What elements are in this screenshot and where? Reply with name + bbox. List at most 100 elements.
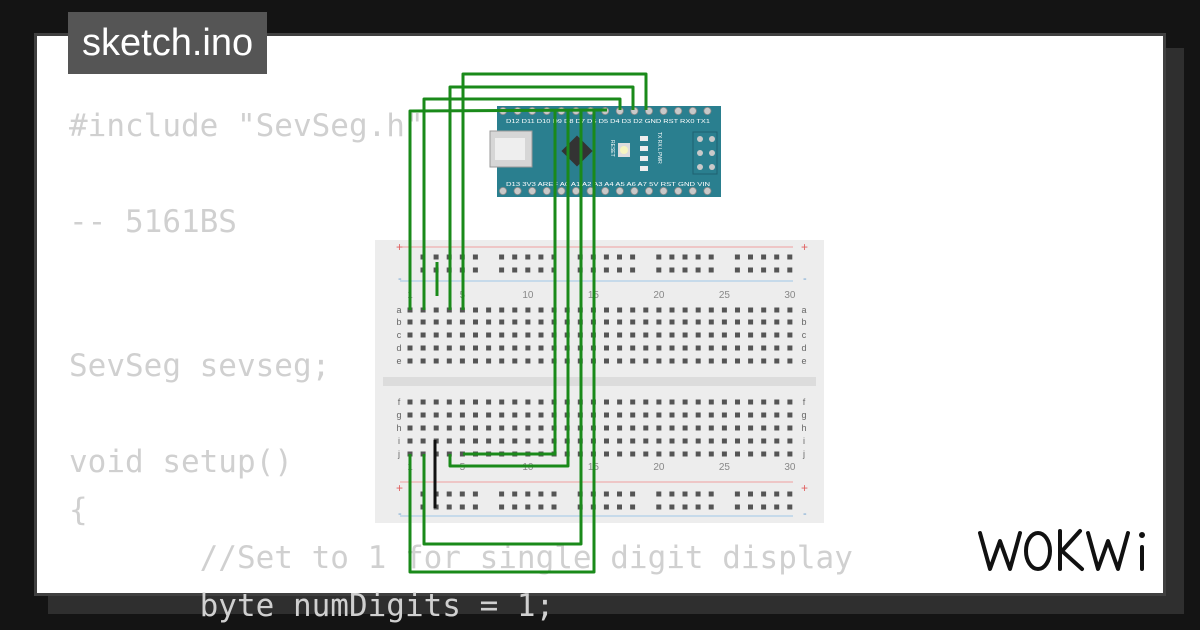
breadboard-hole[interactable] (748, 399, 754, 405)
power-rail-hole[interactable] (472, 254, 478, 260)
wire-d8[interactable] (448, 110, 570, 468)
breadboard-hole[interactable] (774, 307, 780, 313)
breadboard-hole[interactable] (459, 399, 465, 405)
power-rail-hole[interactable] (525, 504, 531, 510)
breadboard-hole[interactable] (617, 332, 623, 338)
power-rail-hole[interactable] (446, 504, 452, 510)
arduino-bottom-pin[interactable] (542, 186, 551, 195)
breadboard-hole[interactable] (407, 358, 413, 364)
breadboard-hole[interactable] (486, 412, 492, 418)
breadboard-hole[interactable] (669, 319, 675, 325)
breadboard-hole[interactable] (656, 345, 662, 351)
wire-d9[interactable] (463, 110, 557, 456)
breadboard-hole[interactable] (604, 332, 609, 338)
power-rail-hole[interactable] (774, 504, 780, 510)
breadboard-hole[interactable] (617, 319, 623, 325)
wires[interactable] (408, 72, 648, 574)
breadboard-hole[interactable] (787, 345, 793, 351)
power-rail-hole[interactable] (433, 254, 439, 260)
arduino-bottom-pin[interactable] (615, 186, 624, 195)
power-rail-hole[interactable] (695, 491, 701, 497)
breadboard-hole[interactable] (735, 438, 740, 444)
breadboard-hole[interactable] (682, 438, 688, 444)
breadboard-hole[interactable] (473, 425, 478, 431)
power-rail-hole[interactable] (630, 491, 636, 497)
power-rail-hole[interactable] (708, 254, 714, 260)
power-rail-hole[interactable] (787, 491, 793, 497)
power-rail-hole[interactable] (538, 267, 544, 273)
breadboard-hole[interactable] (774, 319, 780, 325)
power-rail-hole[interactable] (538, 254, 544, 260)
breadboard-hole[interactable] (473, 399, 478, 405)
breadboard-hole[interactable] (682, 319, 688, 325)
breadboard-hole[interactable] (433, 345, 439, 351)
power-rail-hole[interactable] (499, 491, 505, 497)
breadboard-hole[interactable] (486, 399, 492, 405)
arduino-bottom-pin[interactable] (557, 186, 566, 195)
breadboard-hole[interactable] (761, 319, 767, 325)
power-rail-hole[interactable] (630, 267, 636, 273)
breadboard-hole[interactable] (446, 438, 452, 444)
wire-d5[interactable] (408, 108, 608, 310)
arduino-bottom-pin[interactable] (630, 186, 639, 195)
arduino-bottom-pin[interactable] (645, 186, 654, 195)
power-rail-hole[interactable] (512, 504, 518, 510)
breadboard-hole[interactable] (525, 319, 531, 325)
breadboard-hole[interactable] (486, 332, 492, 338)
breadboard-hole[interactable] (499, 412, 505, 418)
arduino-bottom-pin[interactable] (674, 186, 683, 195)
breadboard-hole[interactable] (761, 438, 767, 444)
power-rail-hole[interactable] (512, 491, 518, 497)
breadboard-hole[interactable] (446, 332, 452, 338)
breadboard-hole[interactable] (708, 412, 714, 418)
power-rail-hole[interactable] (656, 267, 662, 273)
breadboard-hole[interactable] (721, 399, 727, 405)
breadboard-hole[interactable] (643, 425, 649, 431)
breadboard-hole[interactable] (512, 307, 518, 313)
breadboard-hole[interactable] (721, 307, 727, 313)
breadboard-hole[interactable] (499, 319, 505, 325)
breadboard-hole[interactable] (695, 399, 701, 405)
breadboard-hole[interactable] (708, 438, 714, 444)
power-rail-hole[interactable] (512, 267, 518, 273)
breadboard-hole[interactable] (617, 425, 623, 431)
wire-d3[interactable] (448, 85, 635, 310)
breadboard-hole[interactable] (538, 438, 544, 444)
breadboard-hole[interactable] (748, 412, 754, 418)
breadboard-hole[interactable] (512, 345, 518, 351)
breadboard-hole[interactable] (669, 425, 675, 431)
breadboard-hole[interactable] (420, 345, 426, 351)
power-rail-hole[interactable] (682, 254, 688, 260)
power-rail-hole[interactable] (734, 504, 740, 510)
breadboard-hole[interactable] (617, 438, 623, 444)
arduino-bottom-pin[interactable] (659, 186, 668, 195)
breadboard-hole[interactable] (525, 307, 531, 313)
power-rail-hole[interactable] (734, 254, 740, 260)
breadboard-hole[interactable] (735, 332, 740, 338)
breadboard-hole[interactable] (538, 412, 544, 418)
breadboard-hole[interactable] (708, 307, 714, 313)
breadboard-hole[interactable] (748, 438, 754, 444)
power-rail-hole[interactable] (551, 504, 557, 510)
breadboard-hole[interactable] (630, 332, 636, 338)
breadboard-hole[interactable] (525, 412, 531, 418)
power-rail-hole[interactable] (525, 491, 531, 497)
breadboard-hole[interactable] (669, 399, 675, 405)
breadboard-hole[interactable] (538, 425, 544, 431)
breadboard-hole[interactable] (473, 319, 478, 325)
breadboard-hole[interactable] (407, 332, 413, 338)
breadboard-hole[interactable] (604, 451, 609, 457)
breadboard-hole[interactable] (499, 307, 505, 313)
arduino-bottom-pin[interactable] (513, 186, 522, 195)
power-rail-hole[interactable] (617, 254, 622, 260)
breadboard-hole[interactable] (735, 319, 740, 325)
breadboard-hole[interactable] (433, 307, 439, 313)
breadboard-hole[interactable] (774, 412, 780, 418)
breadboard-hole[interactable] (604, 345, 609, 351)
breadboard-hole[interactable] (643, 319, 649, 325)
arduino-top-pin[interactable] (703, 107, 712, 116)
power-rail-hole[interactable] (787, 267, 793, 273)
power-rail-hole[interactable] (774, 491, 780, 497)
breadboard-hole[interactable] (499, 332, 505, 338)
arduino-bottom-pin[interactable] (572, 186, 581, 195)
